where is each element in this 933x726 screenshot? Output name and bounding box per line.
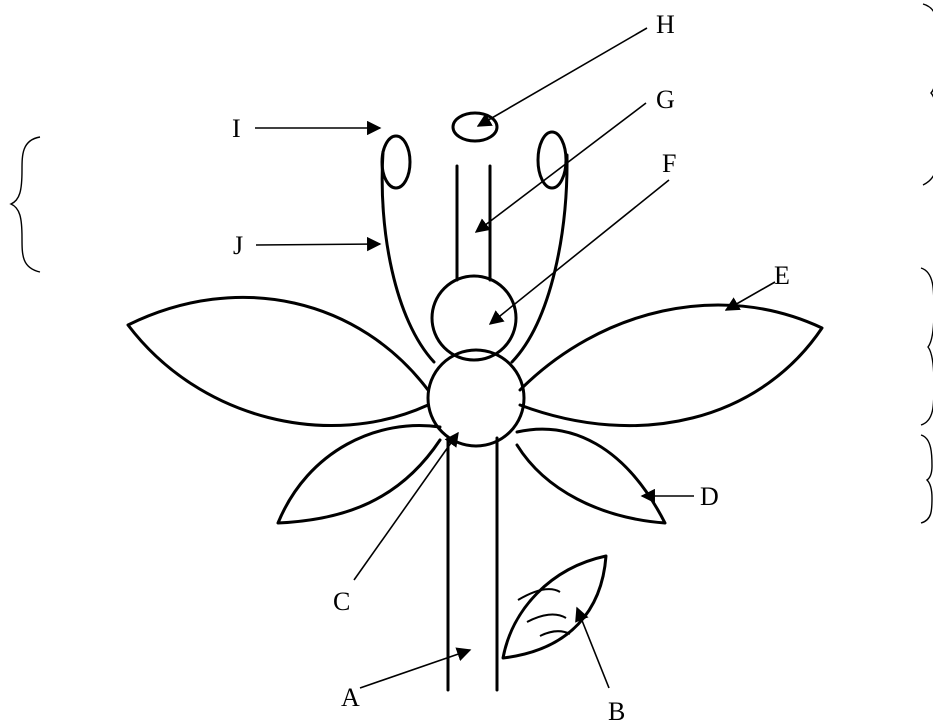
label-e: E	[774, 261, 790, 290]
labels: H G F E D C A B I J	[232, 10, 790, 726]
label-g: G	[656, 85, 675, 114]
receptacle	[428, 350, 524, 446]
stem	[448, 438, 497, 690]
sepals	[278, 426, 665, 523]
right-brace-bottom	[921, 435, 932, 523]
right-brace-middle	[921, 268, 933, 425]
style	[457, 166, 490, 280]
label-f: F	[662, 149, 676, 178]
stigma	[453, 113, 497, 141]
pointer-a	[360, 650, 470, 688]
label-h: H	[656, 10, 675, 39]
pointer-g	[476, 103, 646, 232]
label-c: C	[333, 587, 350, 616]
pointer-j	[256, 244, 380, 245]
pointer-h	[478, 28, 647, 126]
ovary	[432, 276, 516, 360]
pointer-b	[577, 608, 609, 688]
label-i: I	[232, 114, 241, 143]
left-brace	[11, 137, 40, 272]
right-brace-top	[923, 4, 933, 185]
label-a: A	[341, 683, 360, 712]
label-d: D	[700, 482, 719, 511]
petals	[128, 297, 822, 425]
label-j: J	[233, 231, 243, 260]
label-b: B	[608, 697, 625, 726]
pointer-c	[354, 433, 458, 580]
